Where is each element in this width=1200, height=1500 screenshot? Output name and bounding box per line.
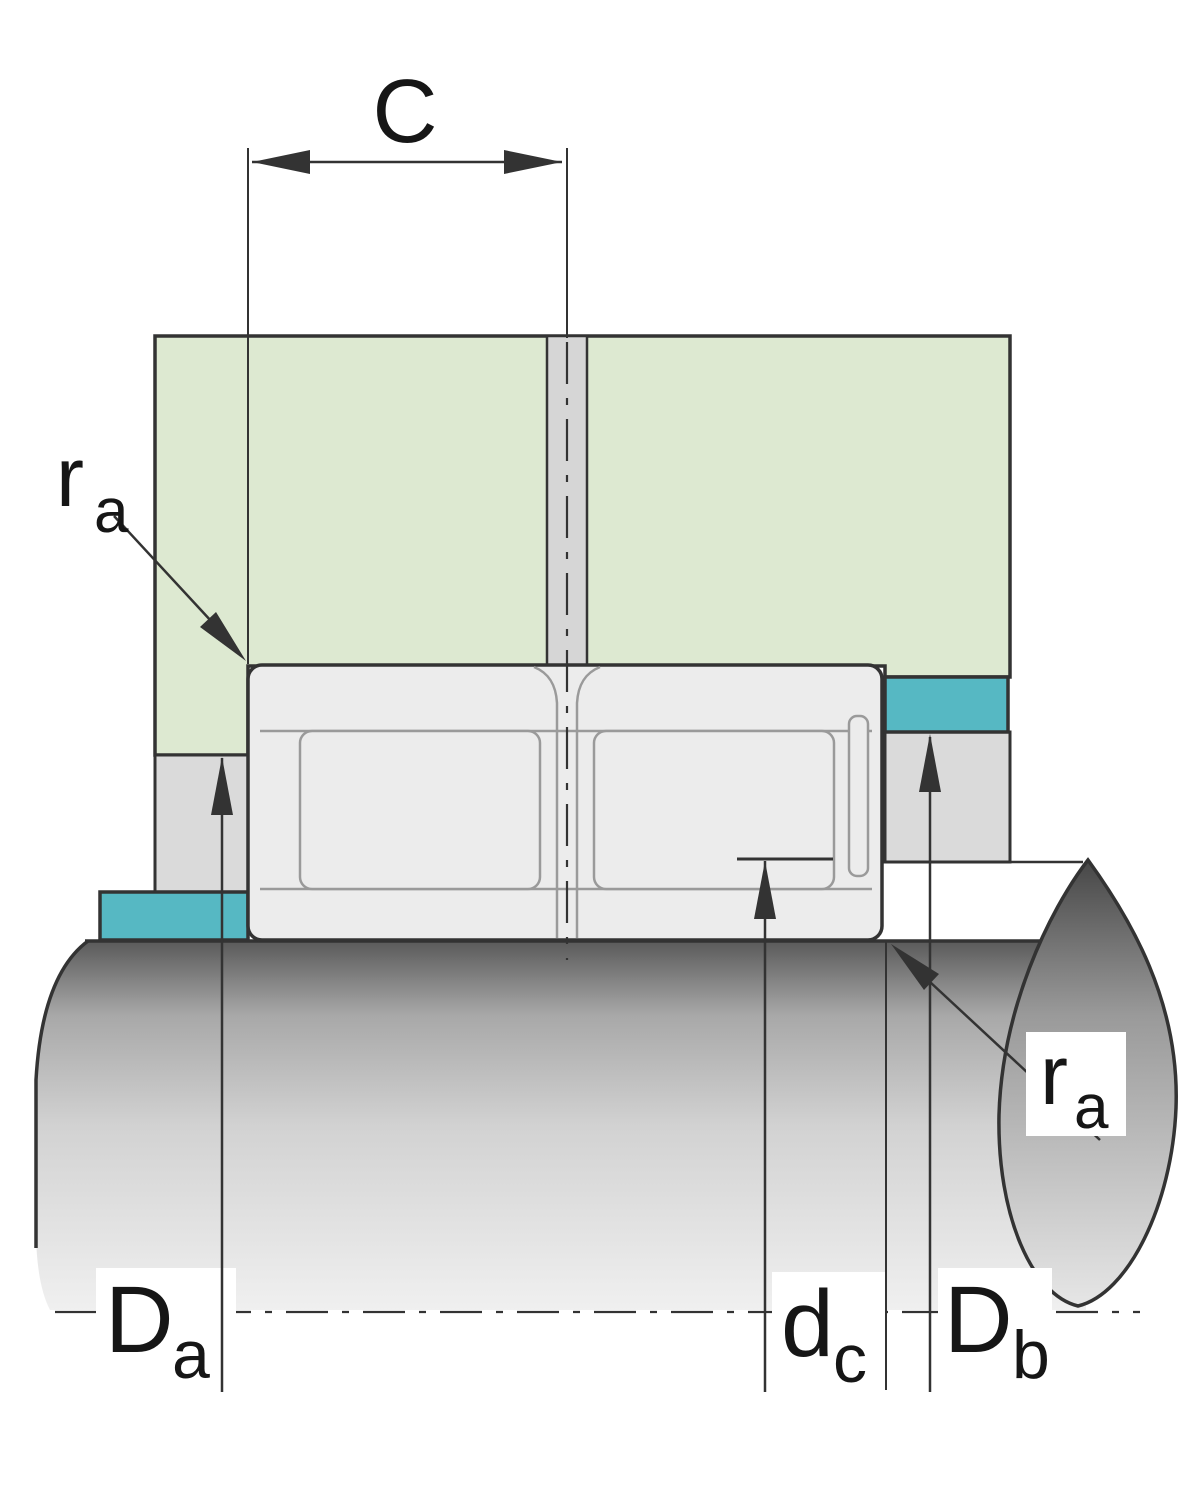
roller-right	[592, 729, 836, 891]
label-ra-top-sub: a	[94, 477, 129, 546]
shaft-locating-ring	[98, 890, 250, 942]
label-box-db	[938, 1268, 1052, 1392]
c-arrow-right-icon	[504, 150, 562, 174]
housing-retaining-ring	[883, 675, 1010, 734]
shaft-end-edge	[34, 939, 90, 1248]
label-box-da	[96, 1268, 236, 1392]
dimension-lines	[113, 148, 941, 1392]
ra-top-leader-line	[113, 515, 213, 623]
lube-funnel-right-edge	[575, 665, 601, 733]
label-dc-sub: c	[833, 1321, 867, 1397]
label-ra-bottom: r	[1040, 1028, 1068, 1122]
label-dc: d	[781, 1271, 834, 1377]
shaft-body	[36, 941, 1086, 1310]
label-da-sub: a	[172, 1317, 210, 1393]
ra-top-arrow-icon	[200, 612, 246, 661]
label-da: D	[105, 1267, 174, 1373]
bearing-section	[246, 663, 884, 942]
dc-arrow-icon	[754, 861, 776, 919]
da-arrow-icon	[211, 757, 233, 815]
label-box-dc	[772, 1272, 886, 1396]
left-abutment-section	[153, 753, 250, 894]
right-abutment-section	[883, 730, 1012, 864]
c-arrow-left-icon	[252, 150, 310, 174]
dimension-labels: C r a r a D a d c D b	[56, 62, 1109, 1397]
roller-left	[298, 729, 542, 891]
label-ra-bottom-sub: a	[1074, 1073, 1109, 1142]
label-db: D	[944, 1267, 1013, 1373]
ra-bottom-arrow-icon	[891, 944, 939, 990]
lube-funnel-left-edge	[533, 665, 559, 733]
ring-groove-rib	[847, 714, 870, 878]
label-box-ra-bottom	[1026, 1032, 1126, 1136]
label-c: C	[373, 62, 438, 162]
label-db-sub: b	[1012, 1317, 1050, 1393]
label-ra-top: r	[56, 430, 84, 524]
db-arrow-icon	[919, 734, 941, 792]
